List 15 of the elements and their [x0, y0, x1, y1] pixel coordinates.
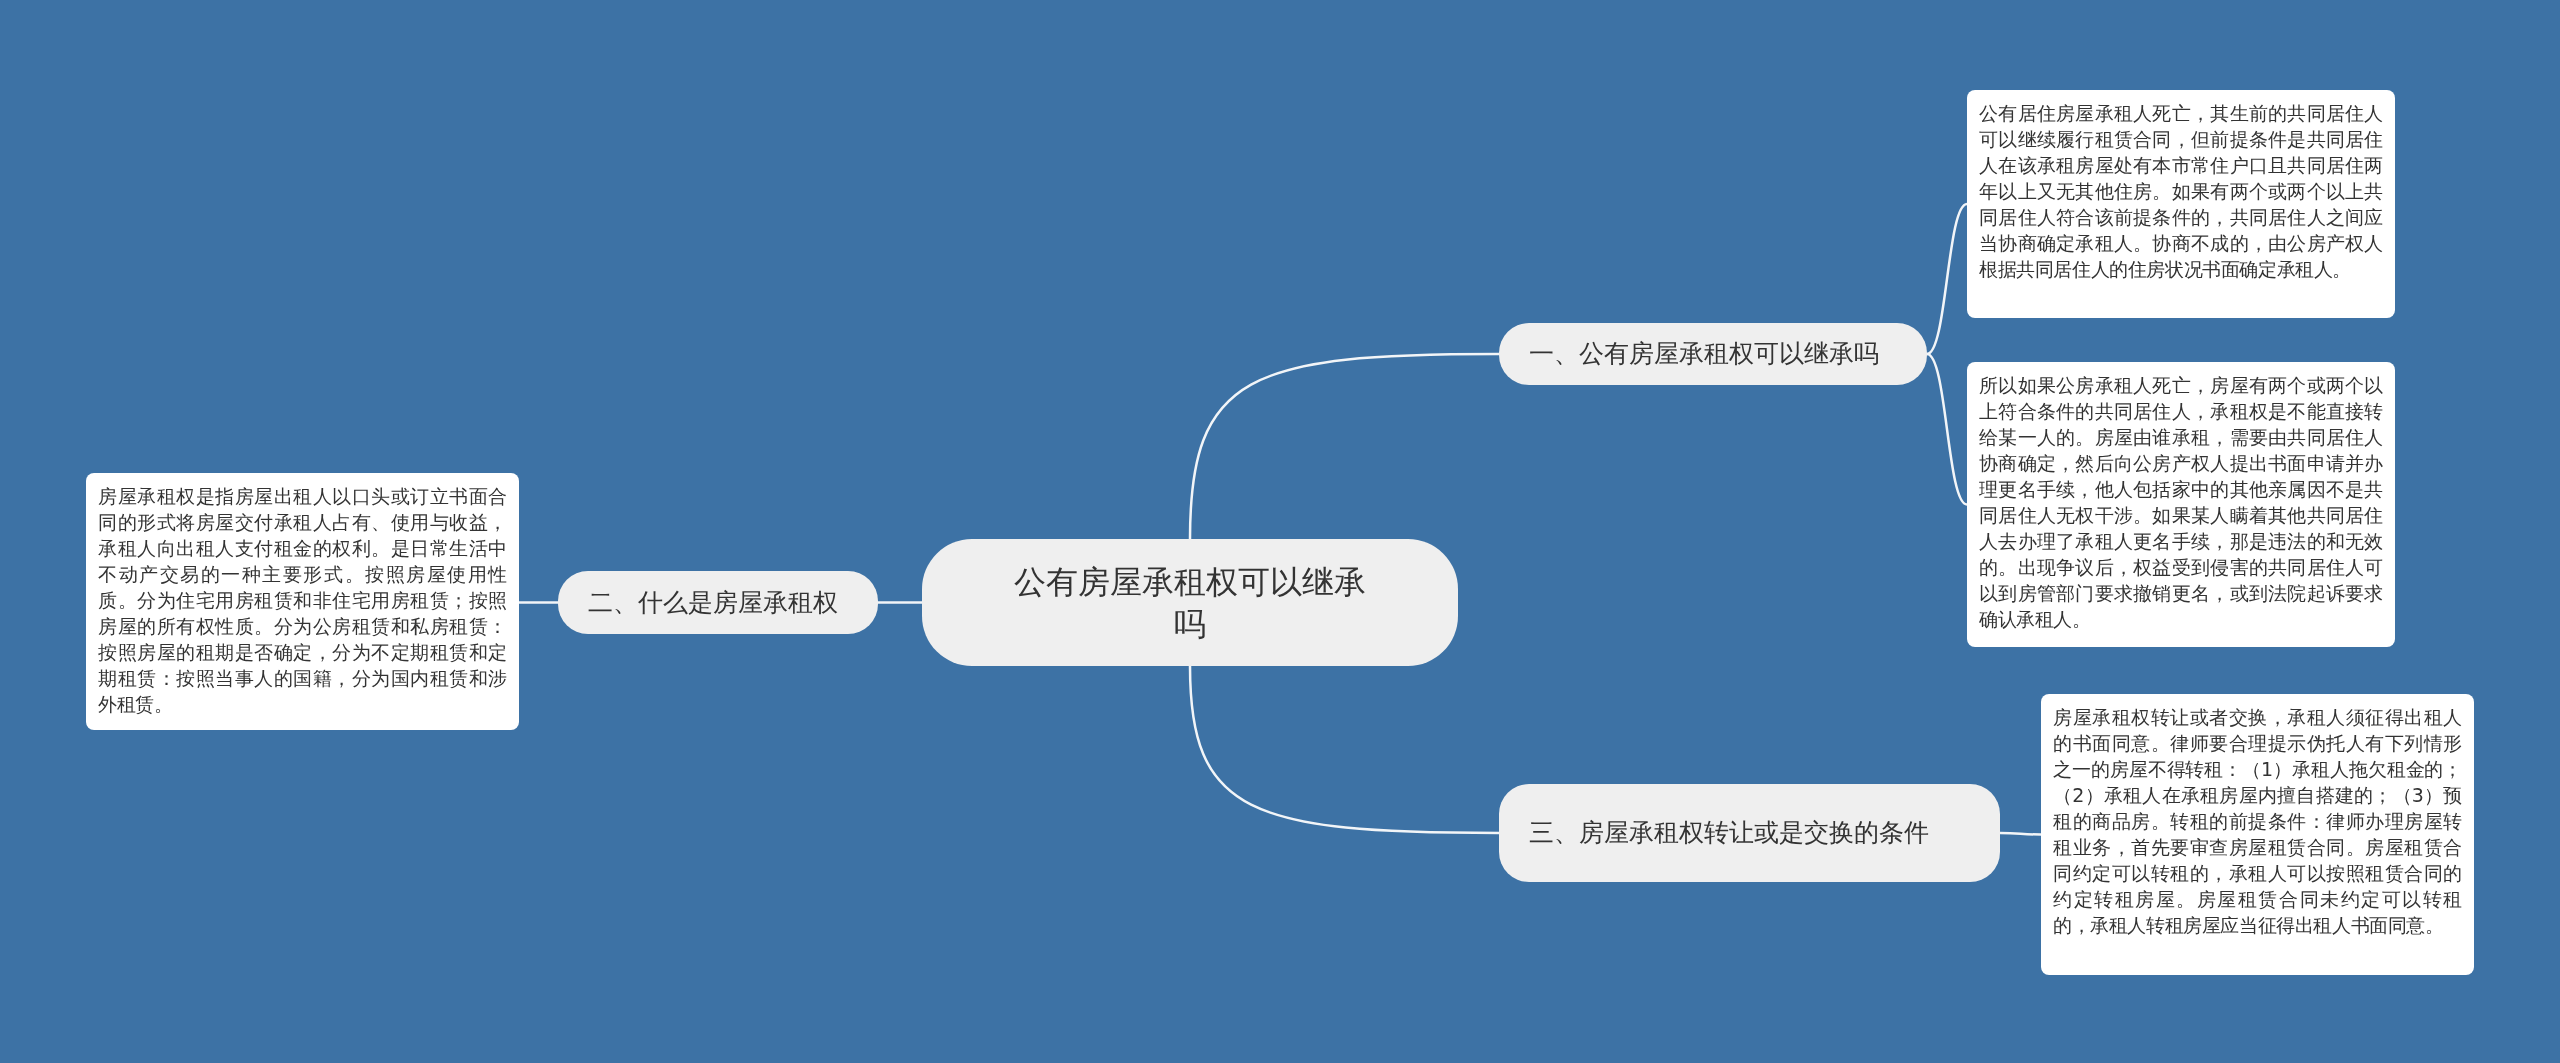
topic-box: 三、房屋承租权转让或是交换的条件	[1499, 784, 2000, 882]
connector-line	[1926, 352, 1968, 506]
connector-line	[1188, 665, 1499, 835]
topic-box: 一、公有房屋承租权可以继承吗	[1499, 323, 1927, 385]
connector-line	[1188, 352, 1499, 540]
note-card: 公有居住房屋承租人死亡，其生前的共同居住人可以继续履行租赁合同，但前提条件是共同居住人在该承租房屋处有本市常住户口且共同居住两年以上又无其他住房。如果有两个或两个以上共同居住人符合该前提条件的，共同居住人之间应当协商确定承租人。协商不成的，由公房产权人根据共同居住人的住房状况书面确定承租人。	[1967, 90, 2395, 318]
topic-box: 二、什么是房屋承租权	[558, 571, 878, 634]
note-card: 房屋承租权是指房屋出租人以口头或订立书面合同的形式将房屋交付承租人占有、使用与收益，承租人向出租人支付租金的权利。是日常生活中不动产交易的一种主要形式。按照房屋使用性质。分为住宅用房租赁和非住宅用房租赁；按照房屋的所有权性质。分为公房租赁和私房租赁：按照房屋的租期是否确定，分为不定期租赁和定期租赁：按照当事人的国籍，分为国内租赁和涉外租赁。	[86, 473, 519, 730]
central-topic-box: 公有房屋承租权可以继承吗	[922, 539, 1458, 666]
note-card: 所以如果公房承租人死亡，房屋有两个或两个以上符合条件的共同居住人，承租权是不能直接转给某一人的。房屋由谁承租，需要由共同居住人协商确定，然后向公房产权人提出书面申请并办理更名手续，他人包括家中的其他亲属因不是共同居住人无权干涉。如果某人瞒着其他共同居住人去办理了承租人更名手续，那是违法的和无效的。出现争议后，权益受到侵害的共同居住人可以到房管部门要求撤销更名，或到法院起诉要求确认承租人。	[1967, 362, 2395, 647]
connector-line	[1926, 202, 1968, 356]
connector-line	[519, 601, 558, 604]
connector-line	[878, 601, 922, 604]
note-card: 房屋承租权转让或者交换，承租人须征得出租人的书面同意。律师要合理提示伪托人有下列情形之一的房屋不得转租：（1）承租人拖欠租金的；（2）承租人在承租房屋内擅自搭建的；（3）预租的商品房。转租的前提条件：律师办理房屋转租业务，首先要审查房屋租赁合同。房屋租赁合同约定可以转租的，承租人可以按照租赁合同的约定转租房屋。房屋租赁合同未约定可以转租的，承租人转租房屋应当征得出租人书面同意。	[2041, 694, 2474, 975]
connector-line	[2000, 831, 2041, 836]
